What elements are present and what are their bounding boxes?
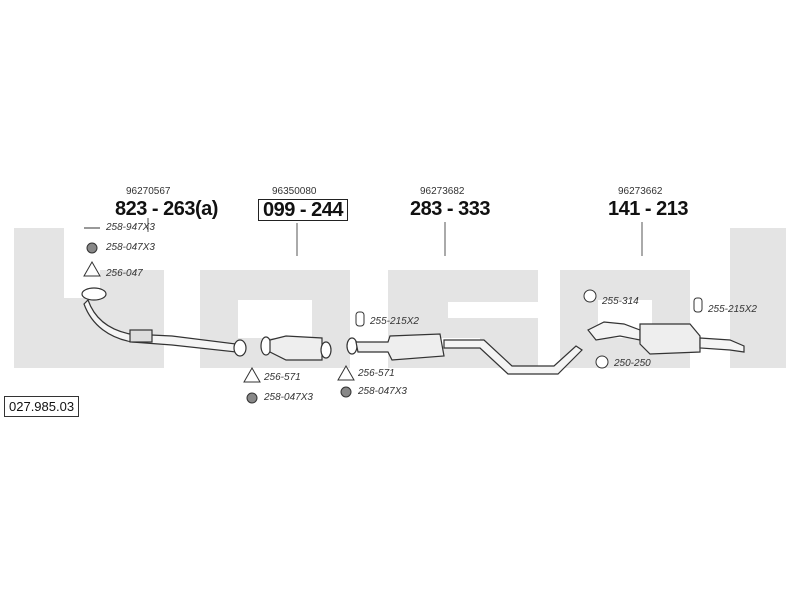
hanger-icon xyxy=(355,311,365,327)
part-label: 256-571 xyxy=(358,368,395,379)
front-pipe-drawing xyxy=(81,287,247,357)
part-icons xyxy=(83,227,703,404)
gasket-icon xyxy=(243,366,261,383)
part-code: 141 - 213 xyxy=(608,198,689,220)
clamp-icon xyxy=(583,289,597,303)
hanger-icon xyxy=(693,297,703,313)
middle-silencer-drawing xyxy=(346,333,583,375)
part-code-boxed: 099 - 244 xyxy=(258,199,349,221)
clamp-icon xyxy=(595,355,609,369)
part-label: 256-571 xyxy=(264,372,301,383)
catalog-number: 027.985.03 xyxy=(4,396,80,417)
oem-number: 96350080 xyxy=(272,186,317,197)
gasket-icon xyxy=(83,260,101,277)
catalytic-converter-drawing xyxy=(260,335,332,361)
oem-number: 96270567 xyxy=(126,186,171,197)
part-label: 258-047X3 xyxy=(106,242,155,253)
part-label: 250-250 xyxy=(614,358,651,369)
oem-number: 96273682 xyxy=(420,186,465,197)
part-label: 258-047X3 xyxy=(264,392,313,403)
part-code: 823 - 263(a) xyxy=(115,198,218,220)
gasket-icon xyxy=(337,364,355,381)
part-label: 258-047X3 xyxy=(358,386,407,397)
nut-icon xyxy=(340,386,352,398)
part-code: 283 - 333 xyxy=(410,198,491,220)
rear-silencer-drawing xyxy=(587,321,745,355)
nut-icon xyxy=(86,242,98,254)
part-label: 255-314 xyxy=(602,296,639,307)
part-label: 256-047 xyxy=(106,268,143,279)
oem-number: 96273662 xyxy=(618,186,663,197)
part-label: 258-947X3 xyxy=(106,222,155,233)
leader-lines xyxy=(147,218,643,256)
part-label: 255-215X2 xyxy=(370,316,419,327)
part-label: 255-215X2 xyxy=(708,304,757,315)
nut-icon xyxy=(246,392,258,404)
